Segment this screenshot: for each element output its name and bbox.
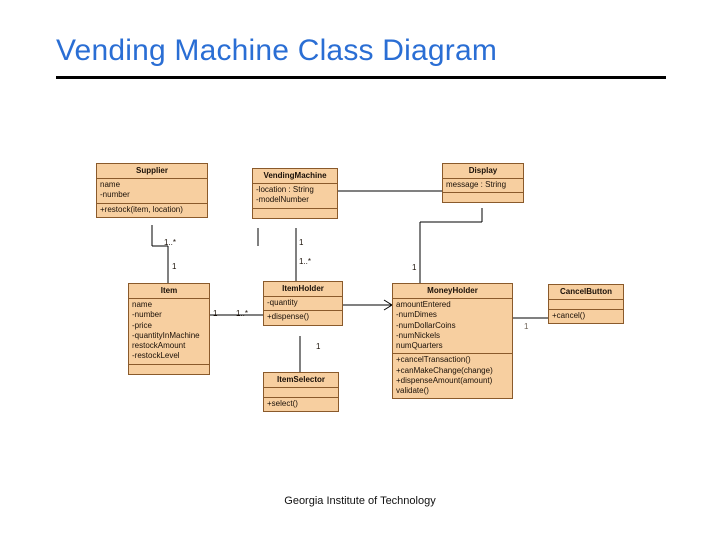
- attribute-line: numQuarters: [396, 341, 443, 351]
- attribute-line: -location : String: [256, 185, 314, 195]
- operation-line: +cancelTransaction(): [396, 355, 471, 365]
- multiplicity-vending-itemholder-lower: 1..*: [299, 257, 312, 266]
- class-attributes-cancel-button: [549, 300, 623, 311]
- attribute-line: -quantity: [267, 298, 298, 308]
- attribute-line: -quantityInMachine: [132, 330, 200, 340]
- class-name-item-holder: ItemHolder: [264, 282, 342, 298]
- attribute-line: -numNickels: [396, 330, 441, 340]
- class-box-item-selector[interactable]: ItemSelector +select(): [263, 372, 339, 413]
- attribute-line: -restockLevel: [132, 351, 180, 361]
- class-operations-supplier: +restock(item, location): [97, 204, 207, 217]
- multiplicity-item-itemholder-left: 1: [213, 309, 218, 318]
- operation-line: validate(): [396, 386, 429, 396]
- attribute-line: -number: [100, 190, 130, 200]
- class-name-item: Item: [129, 284, 209, 300]
- operation-line: +select(): [267, 399, 298, 409]
- class-operations-money-holder: +cancelTransaction() +canMakeChange(chan…: [393, 354, 512, 398]
- class-box-vending-machine[interactable]: VendingMachine -location : String -model…: [252, 168, 338, 219]
- multiplicity-itemholder-itemselector: 1: [316, 342, 321, 351]
- operation-line: +canMakeChange(change): [396, 365, 493, 375]
- class-operations-item-selector: +select(): [264, 398, 338, 411]
- class-box-item-holder[interactable]: ItemHolder -quantity +dispense(): [263, 281, 343, 326]
- attribute-line: -numDimes: [396, 310, 437, 320]
- class-box-display[interactable]: Display message : String: [442, 163, 524, 204]
- attribute-line: -price: [132, 320, 153, 330]
- class-name-cancel-button: CancelButton: [549, 285, 623, 301]
- class-name-money-holder: MoneyHolder: [393, 284, 512, 300]
- class-attributes-display: message : String: [443, 179, 523, 194]
- multiplicity-supplier-item-lower: 1: [172, 262, 177, 271]
- operation-line: +restock(item, location): [100, 204, 183, 214]
- multiplicity-display-moneyholder: 1: [412, 263, 417, 272]
- attribute-line: -number: [132, 310, 162, 320]
- page-title: Vending Machine Class Diagram: [56, 34, 498, 67]
- multiplicity-item-itemholder-right: 1..*: [236, 309, 249, 318]
- attribute-line: amountEntered: [396, 300, 451, 310]
- multiplicity-moneyholder-cancelbutton: 1: [524, 322, 529, 331]
- class-attributes-vending-machine: -location : String -modelNumber: [253, 184, 337, 209]
- class-operations-vending-machine: [253, 209, 337, 218]
- class-operations-item-holder: +dispense(): [264, 311, 342, 324]
- attribute-line: name: [132, 300, 153, 310]
- class-name-supplier: Supplier: [97, 164, 207, 180]
- class-name-vending-machine: VendingMachine: [253, 169, 337, 185]
- class-box-item[interactable]: Item name -number -price -quantityInMach…: [128, 283, 210, 375]
- attribute-line: -numDollarCoins: [396, 320, 456, 330]
- class-attributes-item-holder: -quantity: [264, 297, 342, 312]
- operation-line: +dispense(): [267, 312, 310, 322]
- title-divider: [56, 76, 666, 79]
- multiplicity-supplier-item-upper: 1..*: [164, 238, 177, 247]
- slide-footer: Georgia Institute of Technology: [284, 495, 436, 507]
- attribute-line: -modelNumber: [256, 195, 309, 205]
- class-attributes-item-selector: [264, 388, 338, 399]
- class-operations-cancel-button: +cancel(): [549, 310, 623, 323]
- class-attributes-money-holder: amountEntered -numDimes -numDollarCoins …: [393, 299, 512, 355]
- class-box-money-holder[interactable]: MoneyHolder amountEntered -numDimes -num…: [392, 283, 513, 400]
- class-operations-item: [129, 365, 209, 374]
- operation-line: +dispenseAmount(amount): [396, 375, 493, 385]
- operation-line: +cancel(): [552, 311, 586, 321]
- class-attributes-supplier: name -number: [97, 179, 207, 204]
- class-box-supplier[interactable]: Supplier name -number +restock(item, loc…: [96, 163, 208, 218]
- class-name-item-selector: ItemSelector: [264, 373, 338, 389]
- attribute-line: name: [100, 180, 121, 190]
- multiplicity-vending-itemholder-upper: 1: [299, 238, 304, 247]
- class-operations-display: [443, 193, 523, 202]
- class-name-display: Display: [443, 164, 523, 180]
- attribute-line: message : String: [446, 180, 507, 190]
- class-box-cancel-button[interactable]: CancelButton +cancel(): [548, 284, 624, 325]
- attribute-line: restockAmount: [132, 341, 186, 351]
- class-attributes-item: name -number -price -quantityInMachine r…: [129, 299, 209, 365]
